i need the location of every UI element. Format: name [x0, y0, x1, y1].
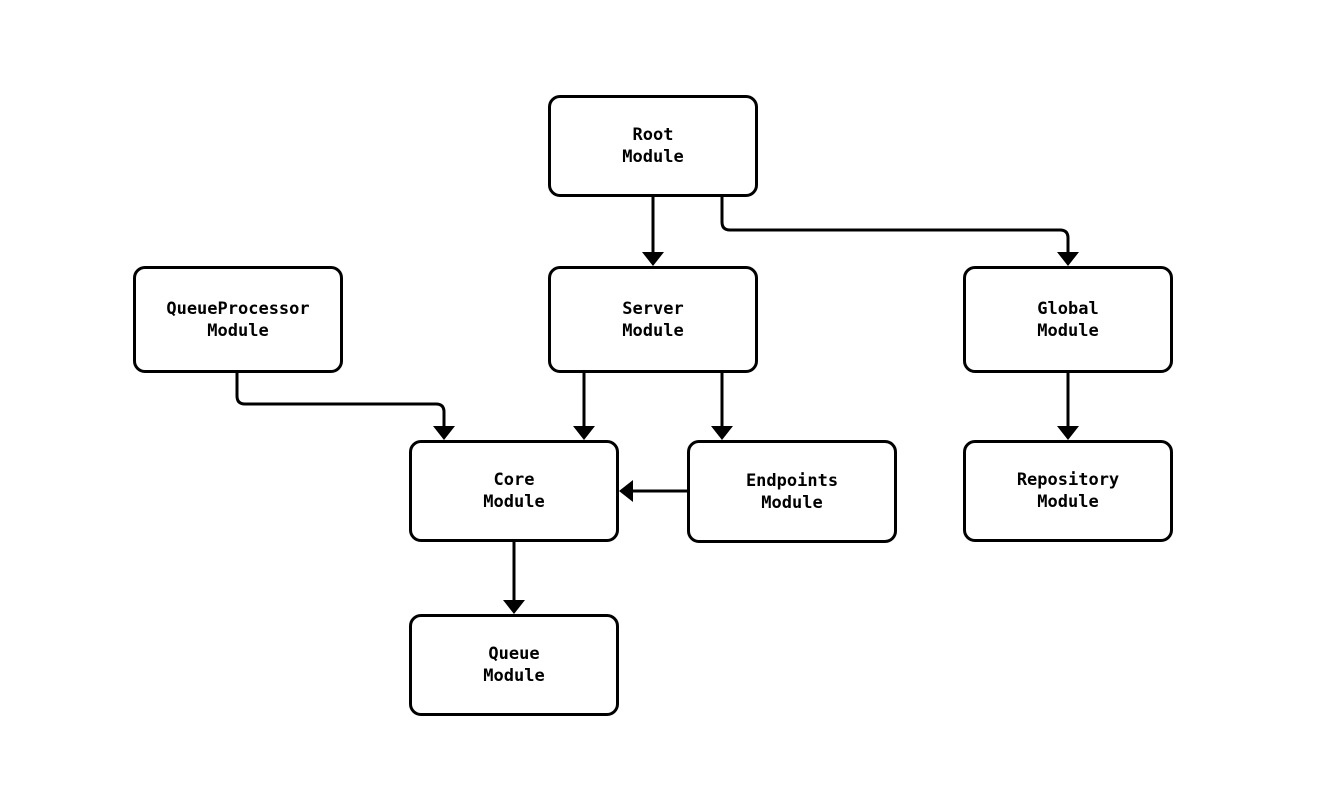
arrowhead-icon — [1057, 426, 1079, 440]
node-core-module-name: Core — [493, 470, 535, 490]
node-queue-module-name: Queue — [488, 644, 540, 664]
node-server-module[interactable]: Server Module — [548, 266, 758, 373]
node-root-module-suffix: Module — [622, 147, 684, 167]
node-endpoints-module[interactable]: Endpoints Module — [687, 440, 897, 543]
arrowhead-icon — [711, 426, 733, 440]
edge-server-to-endpoints — [711, 373, 733, 440]
node-repository-module-name: Repository — [1016, 470, 1120, 490]
edge-root-to-server — [642, 197, 664, 266]
node-root-module[interactable]: Root Module — [548, 95, 758, 197]
node-queue-module-suffix: Module — [483, 666, 545, 686]
node-core-module[interactable]: Core Module — [409, 440, 619, 542]
edge-endpoints-to-core — [619, 480, 687, 502]
arrowhead-icon — [642, 252, 664, 266]
node-server-module-name: Server — [622, 298, 684, 319]
edge-global-to-repository — [1057, 373, 1079, 440]
edge-root-to-global — [720, 197, 1079, 266]
arrowhead-icon — [573, 426, 595, 440]
node-core-module-suffix: Module — [483, 492, 545, 512]
node-repository-module-suffix: Module — [1037, 492, 1099, 512]
arrowhead-icon — [1057, 252, 1079, 266]
node-queueprocessor-module-name: QueueProcessor — [166, 298, 310, 319]
node-queue-module[interactable]: Queue Module — [409, 614, 619, 716]
edge-server-to-core — [573, 373, 595, 440]
node-root-module-name: Root — [632, 125, 674, 145]
node-queueprocessor-module-suffix: Module — [207, 320, 269, 341]
node-global-module-name: Global — [1037, 298, 1099, 319]
edge-line — [720, 197, 1070, 255]
node-global-module[interactable]: Global Module — [963, 266, 1173, 373]
arrowhead-icon — [619, 480, 633, 502]
node-queueprocessor-module[interactable]: QueueProcessor Module — [133, 266, 343, 373]
node-endpoints-module-name: Endpoints — [745, 470, 839, 491]
arrowhead-icon — [433, 426, 455, 440]
edge-line — [235, 373, 446, 429]
edge-queueprocessor-to-core — [235, 373, 455, 440]
node-endpoints-module-suffix: Module — [761, 492, 823, 513]
node-repository-module[interactable]: Repository Module — [963, 440, 1173, 542]
node-server-module-suffix: Module — [622, 320, 684, 341]
node-global-module-suffix: Module — [1037, 320, 1099, 341]
arrowhead-icon — [503, 600, 525, 614]
edge-core-to-queue — [503, 542, 525, 614]
